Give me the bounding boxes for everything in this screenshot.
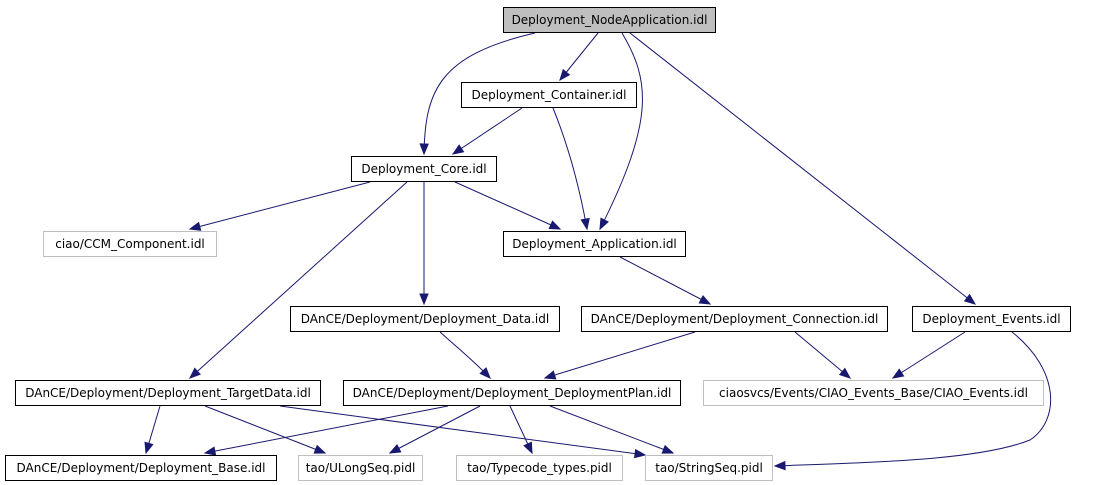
edge-line: [189, 181, 408, 379]
edge-line: [599, 32, 643, 230]
edge-n8-n14: [279, 405, 647, 459]
arrowhead-icon: [419, 293, 429, 306]
edge-n7-n14: [773, 331, 1052, 471]
arrowhead-icon: [698, 294, 712, 305]
node-ciao-events[interactable]: ciaosvcs/Events/CIAO_Events_Base/CIAO_Ev…: [703, 380, 1044, 406]
arrowhead-icon: [388, 443, 402, 454]
node-deployment-connection[interactable]: DAnCE/Deployment/Deployment_Connection.i…: [581, 306, 888, 332]
edge-line: [892, 331, 966, 379]
arrowhead-icon: [543, 370, 557, 380]
edge-line: [204, 405, 326, 454]
edge-line: [549, 405, 674, 454]
edge-line: [629, 32, 976, 305]
edge-n9-n14: [549, 405, 675, 454]
node-deployment-data[interactable]: DAnCE/Deployment/Deployment_Data.idl: [290, 306, 560, 332]
edge-n4-n6: [619, 256, 712, 305]
arrowhead-icon: [773, 460, 786, 471]
node-deployment-base[interactable]: DAnCE/Deployment/Deployment_Base.idl: [5, 455, 277, 481]
edge-n0-n7: [629, 32, 977, 305]
edge-line: [454, 181, 561, 230]
arrowhead-icon: [548, 220, 562, 230]
edge-line: [794, 331, 851, 379]
edge-line: [544, 331, 696, 379]
node-deployment-core[interactable]: Deployment_Core.idl: [351, 156, 497, 182]
arrowhead-icon: [479, 367, 491, 379]
arrowhead-icon: [963, 293, 977, 305]
node-stringseq[interactable]: tao/StringSeq.pidl: [645, 455, 773, 481]
edge-n2-n3: [188, 181, 371, 231]
arrowhead-icon: [559, 68, 571, 82]
node-ccm-component[interactable]: ciao/CCM_Component.idl: [43, 231, 217, 257]
edge-line: [452, 107, 523, 155]
edge-line: [619, 256, 711, 305]
edge-n1-n2: [451, 107, 523, 155]
edge-n2-n4: [454, 181, 562, 230]
edge-n9-n13: [509, 405, 533, 455]
edge-line: [423, 32, 536, 155]
edge-n6-n10: [794, 331, 852, 379]
arrowhead-icon: [144, 441, 154, 455]
node-deployment-container[interactable]: Deployment_Container.idl: [461, 82, 637, 108]
node-deployment-targetdata[interactable]: DAnCE/Deployment/Deployment_TargetData.i…: [15, 380, 321, 406]
edge-n5-n9: [439, 331, 491, 379]
arrowhead-icon: [580, 217, 590, 231]
arrowhead-icon: [451, 144, 465, 155]
edge-n1-n4: [552, 107, 590, 231]
edge-n9-n12: [388, 405, 481, 454]
edge-n7-n10: [891, 331, 966, 379]
edge-n6-n9: [543, 331, 696, 380]
edge-line: [389, 405, 481, 454]
edge-line: [774, 331, 1052, 467]
edge-line: [204, 405, 449, 454]
arrowhead-icon: [188, 221, 202, 231]
edge-n0-n1: [559, 32, 599, 82]
arrowhead-icon: [523, 441, 533, 455]
edge-n2-n5: [419, 182, 429, 306]
arrowhead-icon: [313, 444, 327, 454]
arrowhead-icon: [419, 143, 429, 156]
edge-n9-n11: [203, 405, 449, 456]
arrowhead-icon: [661, 444, 675, 454]
edge-line: [552, 107, 588, 230]
arrowhead-icon: [891, 368, 905, 379]
edge-n0-n4: [599, 32, 643, 231]
edge-n8-n11: [144, 405, 161, 455]
edge-n2-n8: [189, 181, 408, 379]
node-deployment-events[interactable]: Deployment_Events.idl: [912, 306, 1071, 332]
arrowhead-icon: [633, 448, 647, 459]
edge-n0-n2: [419, 32, 536, 156]
edge-line: [189, 181, 371, 230]
node-ulongseq[interactable]: tao/ULongSeq.pidl: [298, 455, 423, 481]
arrowhead-icon: [189, 367, 201, 379]
arrowhead-icon: [203, 446, 217, 456]
edge-line: [279, 405, 646, 456]
arrowhead-icon: [838, 367, 852, 379]
arrowhead-icon: [599, 217, 609, 231]
node-deployment-application[interactable]: Deployment_Application.idl: [503, 231, 686, 257]
node-typecode-types[interactable]: tao/Typecode_types.pidl: [456, 455, 623, 481]
node-deployment-nodeapplication[interactable]: Deployment_NodeApplication.idl: [503, 7, 716, 33]
edge-n8-n12: [204, 405, 327, 454]
node-deployment-deploymentplan[interactable]: DAnCE/Deployment/Deployment_DeploymentPl…: [343, 380, 681, 406]
